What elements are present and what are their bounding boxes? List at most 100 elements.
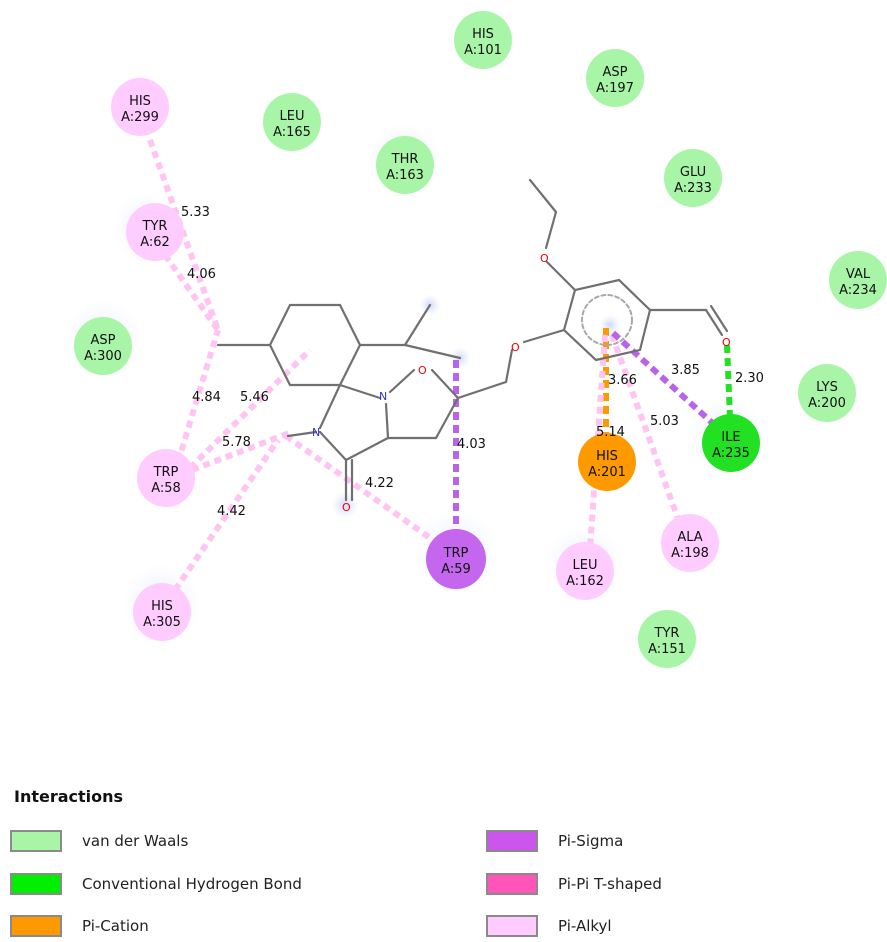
residue-asp-197: ASP A:197 (586, 49, 644, 107)
legend-label: Pi-Sigma (558, 832, 624, 850)
residue-his-201: HIS A:201 (578, 433, 636, 491)
distance-label: 3.85 (671, 363, 700, 378)
oxygen-atom-label: O (511, 341, 520, 354)
residue-tyr-62: TYR A:62 (126, 203, 184, 261)
legend-item-pi-sigma: Pi-Sigma (486, 827, 623, 855)
distance-label: 5.03 (650, 414, 679, 429)
solvent-halos (63, 122, 765, 644)
legend-title: Interactions (14, 787, 124, 806)
svg-text:A:299: A:299 (121, 110, 159, 125)
nitrogen-atom-label: N (379, 390, 387, 403)
legend-item-pi-alkyl: Pi-Alkyl (486, 912, 612, 940)
svg-text:A:59: A:59 (441, 562, 471, 577)
svg-text:A:233: A:233 (674, 181, 712, 196)
residue-ala-198: ALA A:198 (661, 514, 719, 572)
svg-text:A:201: A:201 (588, 465, 626, 480)
svg-text:HIS: HIS (472, 27, 494, 42)
svg-text:THR: THR (391, 152, 419, 167)
interaction-lines (147, 138, 733, 592)
oxygen-atom-label: O (540, 252, 549, 265)
svg-text:TYR: TYR (142, 219, 168, 234)
residue-thr-163: THR A:163 (376, 136, 434, 194)
svg-text:TYR: TYR (654, 626, 680, 641)
svg-text:ASP: ASP (91, 333, 116, 348)
legend-swatch (486, 915, 538, 937)
legend-item-pi-pi-t-shaped: Pi-Pi T-shaped (486, 870, 662, 898)
distance-label: 4.22 (365, 476, 394, 491)
distance-label: 5.33 (181, 205, 210, 220)
legend-swatch (486, 830, 538, 852)
residue-leu-165: LEU A:165 (263, 93, 321, 151)
distance-label: 4.84 (192, 390, 221, 405)
residue-his-299: HIS A:299 (111, 78, 169, 136)
residue-glu-233: GLU A:233 (664, 149, 722, 207)
residue-tyr-151: TYR A:151 (638, 610, 696, 668)
svg-text:ASP: ASP (603, 65, 628, 80)
interaction-line (609, 333, 685, 532)
svg-text:A:101: A:101 (464, 43, 502, 58)
residues: HIS A:101 ASP A:197 HIS A:299 LEU A:165 … (74, 11, 887, 668)
legend-item-pi-cation: Pi-Cation (10, 912, 149, 940)
legend-label: Pi-Alkyl (558, 917, 612, 935)
svg-text:A:151: A:151 (648, 642, 686, 657)
interaction-line (172, 438, 281, 592)
svg-text:A:162: A:162 (566, 574, 604, 589)
svg-text:ALA: ALA (677, 530, 702, 545)
svg-text:LYS: LYS (816, 380, 838, 395)
legend-label: Conventional Hydrogen Bond (82, 875, 302, 893)
oxygen-atom-label: O (722, 336, 731, 349)
svg-text:ILE: ILE (721, 430, 740, 445)
legend-item-hydrogen-bond: Conventional Hydrogen Bond (10, 870, 302, 898)
legend-swatch (10, 830, 62, 852)
svg-text:A:58: A:58 (151, 481, 181, 496)
svg-text:LEU: LEU (280, 109, 305, 124)
svg-text:LEU: LEU (573, 558, 598, 573)
distance-label: 5.14 (596, 425, 625, 440)
distance-label: 4.06 (187, 267, 216, 282)
interactions-legend: Interactions van der Waals Conventional … (10, 787, 870, 937)
svg-text:GLU: GLU (680, 165, 706, 180)
svg-text:HIS: HIS (596, 449, 618, 464)
legend-swatch (10, 915, 62, 937)
oxygen-atom-label: O (342, 501, 351, 514)
residue-trp-58: TRP A:58 (137, 449, 195, 507)
svg-text:TRP: TRP (443, 546, 469, 561)
distance-label: 3.66 (608, 373, 637, 388)
legend-swatch (486, 873, 538, 895)
svg-text:A:200: A:200 (808, 396, 846, 411)
svg-text:A:235: A:235 (712, 446, 750, 461)
svg-text:A:62: A:62 (140, 235, 170, 250)
svg-text:HIS: HIS (129, 94, 151, 109)
nitrogen-atom-label: N (312, 426, 320, 439)
interaction-line (147, 138, 221, 332)
distance-labels: 5.33 4.06 4.84 5.46 5.78 4.42 4.22 4.03 … (181, 205, 764, 519)
residue-val-234: VAL A:234 (829, 251, 887, 309)
interaction-line (162, 253, 221, 332)
residue-leu-162: LEU A:162 (556, 542, 614, 600)
residue-asp-300: ASP A:300 (74, 317, 132, 375)
residue-trp-59: TRP A:59 (426, 529, 486, 589)
distance-label: 2.30 (735, 371, 764, 386)
interaction-line (610, 330, 721, 431)
atom-labels: N N O O O O O (312, 252, 731, 514)
residue-his-101: HIS A:101 (454, 11, 512, 69)
svg-text:TRP: TRP (153, 465, 179, 480)
oxygen-atom-label: O (418, 364, 427, 377)
distance-label: 5.78 (222, 435, 251, 450)
interaction-line (175, 329, 221, 463)
svg-text:A:163: A:163 (386, 168, 424, 183)
legend-swatch (10, 873, 62, 895)
svg-text:HIS: HIS (151, 599, 173, 614)
legend-item-van-der-waals: van der Waals (10, 827, 188, 855)
svg-text:A:300: A:300 (84, 349, 122, 364)
interaction-diagram: N N O O O O O HIS A:101 ASP A:197 HIS A:… (63, 11, 887, 668)
ligand-structure (216, 178, 729, 502)
legend-label: Pi-Cation (82, 917, 149, 935)
distance-label: 4.03 (457, 437, 486, 452)
interaction-line (187, 347, 313, 471)
residue-ile-235: ILE A:235 (702, 414, 760, 472)
legend-label: Pi-Pi T-shaped (558, 875, 662, 893)
legend-label: van der Waals (82, 832, 189, 850)
svg-text:VAL: VAL (846, 267, 871, 282)
interaction-line (284, 433, 432, 541)
